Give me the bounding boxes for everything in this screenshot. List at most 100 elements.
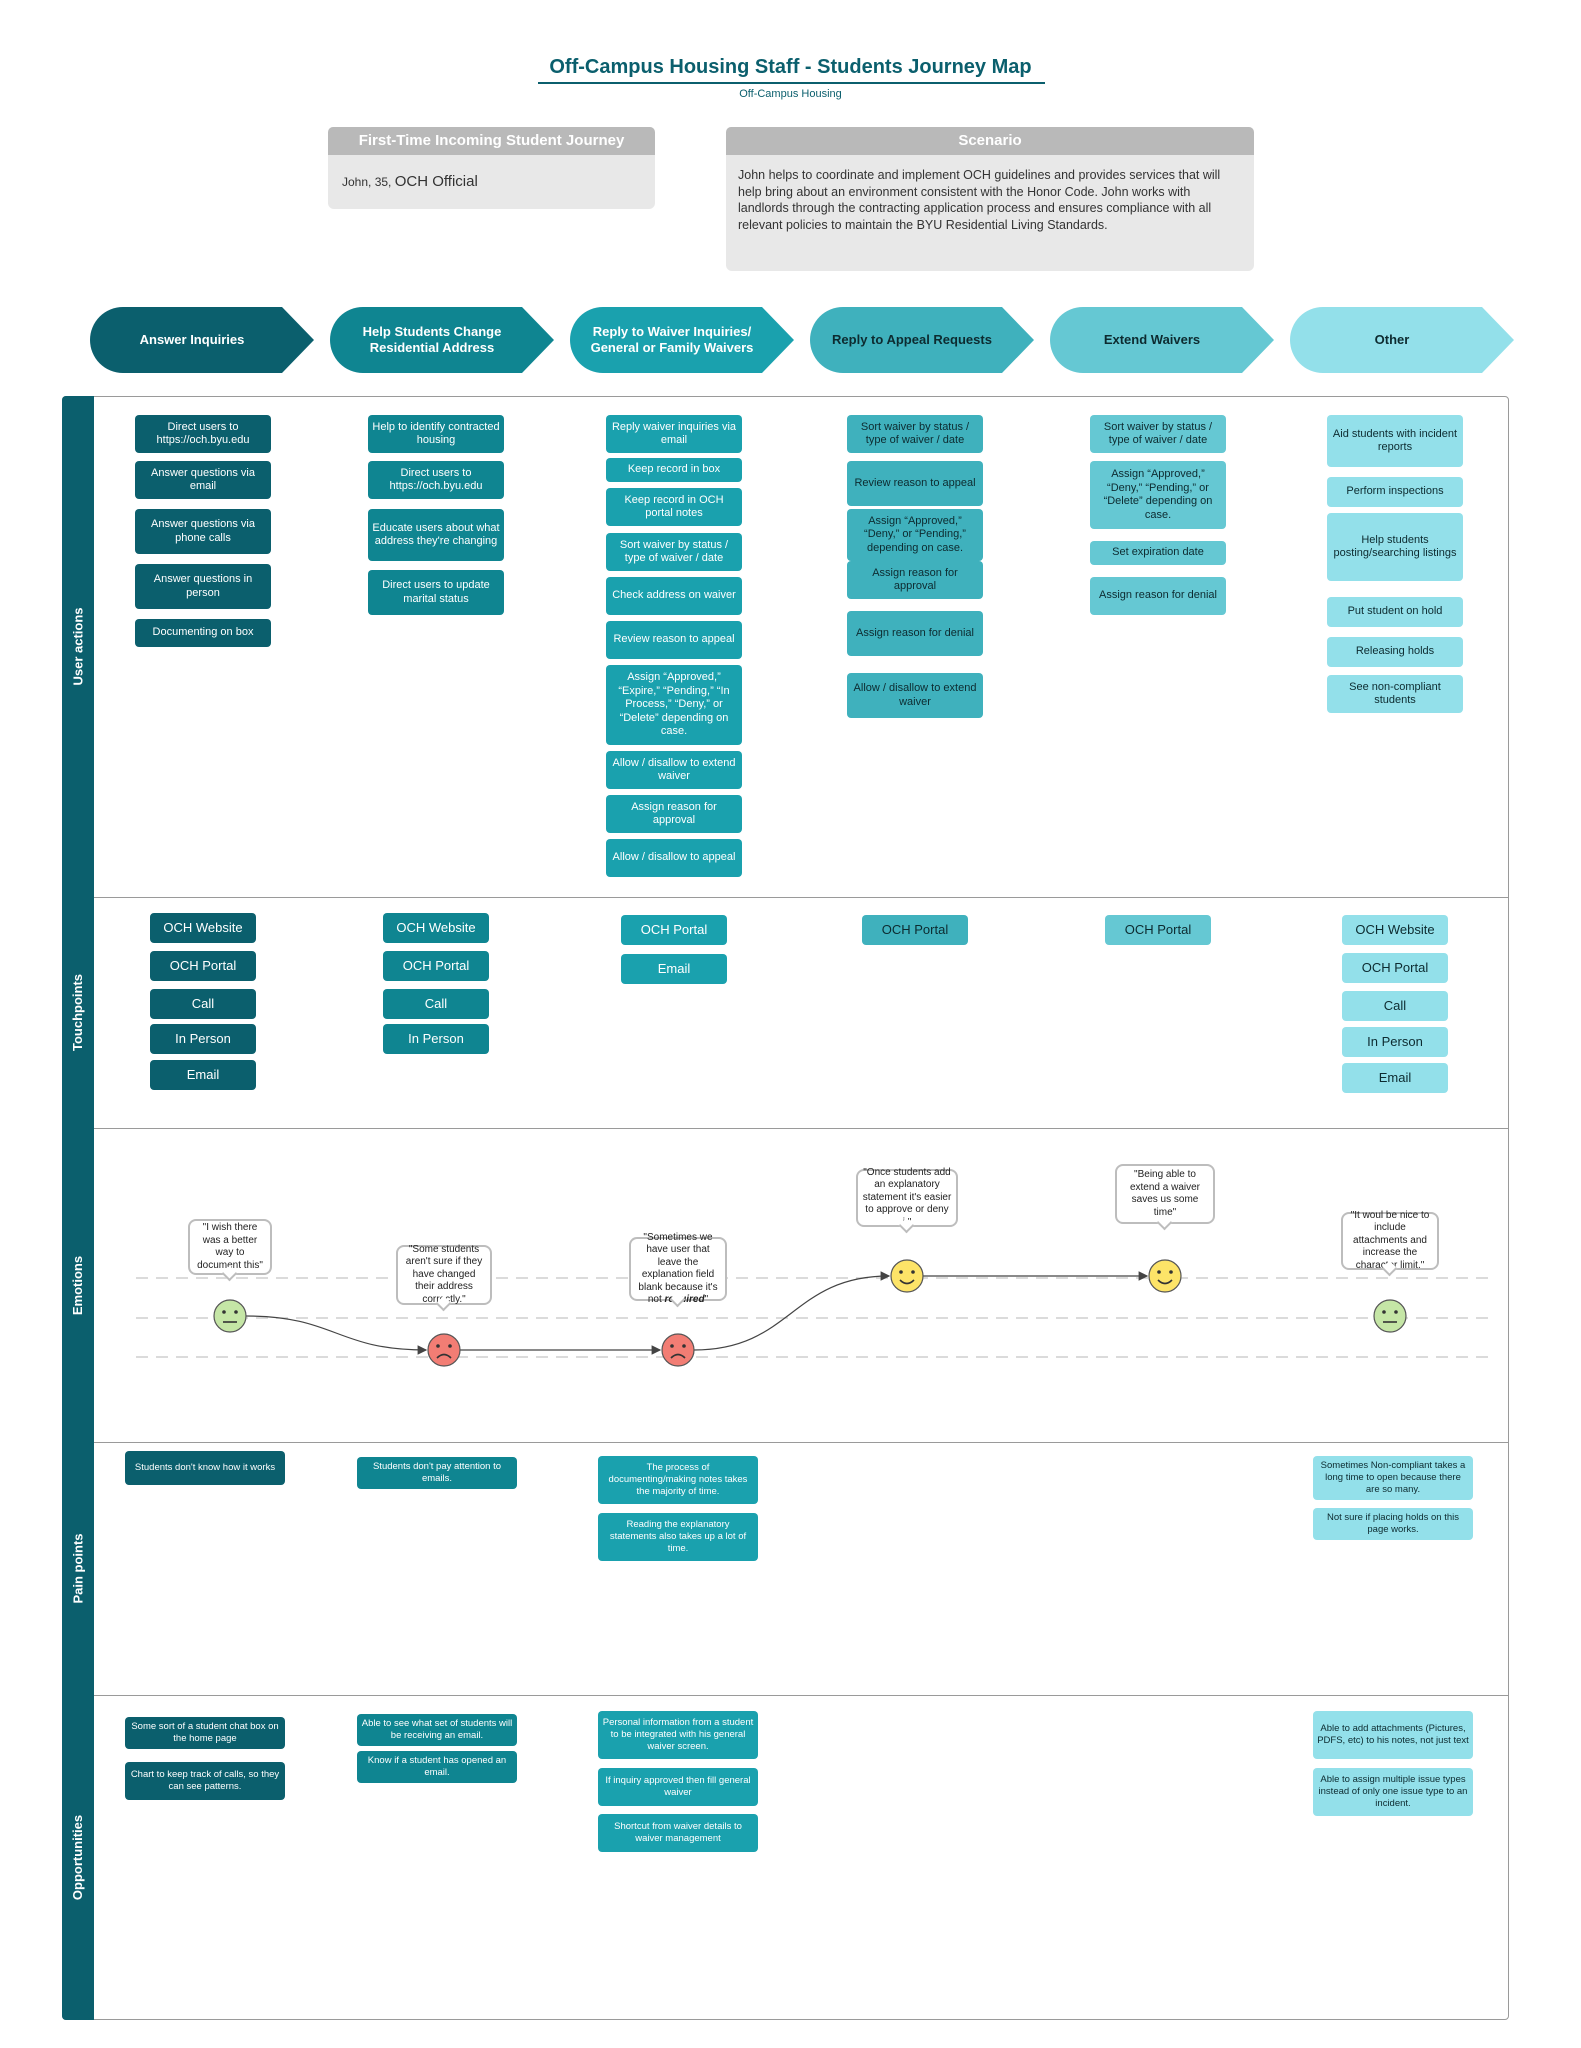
lane-label-touchpoints: Touchpoints xyxy=(62,897,94,1128)
user-action-card: Put student on hold xyxy=(1327,597,1463,627)
phase-reply-to-waiver-inquiries-general-or-fam: Reply to Waiver Inquiries/ General or Fa… xyxy=(570,307,794,373)
lane-divider xyxy=(94,1128,1509,1129)
user-action-card: Assign “Approved,” “Deny,” “Pending,” or… xyxy=(1090,461,1226,529)
opportunity-card: Chart to keep track of calls, so they ca… xyxy=(125,1762,285,1800)
phase-arrow-fill xyxy=(330,307,554,373)
touchpoint-och-website: OCH Website xyxy=(1342,915,1448,945)
touchpoint-call: Call xyxy=(383,989,489,1019)
phase-label: Reply to Waiver Inquiries/ General or Fa… xyxy=(590,324,754,355)
persona-title: First-Time Incoming Student Journey xyxy=(328,127,655,155)
user-action-card: Assign reason for approval xyxy=(847,561,983,599)
phase-arrow-shape xyxy=(570,307,794,373)
user-action-card: Allow / disallow to appeal xyxy=(606,839,742,877)
phase-arrow-shape xyxy=(1290,307,1514,373)
user-action-card: Releasing holds xyxy=(1327,637,1463,667)
phase-label: Reply to Appeal Requests xyxy=(832,332,992,347)
emotion-quote-bubble: "Sometimes we have user that leave the e… xyxy=(629,1232,727,1305)
lane-label-text: Emotions xyxy=(70,1255,86,1315)
phase-help-students-change-residential-address: Help Students Change Residential Address xyxy=(330,307,554,373)
opportunity-card: Able to assign multiple issue types inst… xyxy=(1313,1768,1473,1816)
opportunity-card: Shortcut from waiver details to waiver m… xyxy=(598,1814,758,1852)
user-action-card: Assign “Approved,” “Deny,” or “Pending,”… xyxy=(847,509,983,561)
user-action-card: Educate users about what address they're… xyxy=(368,509,504,561)
user-action-card: Sort waiver by status / type of waiver /… xyxy=(606,533,742,571)
phase-extend-waivers: Extend Waivers xyxy=(1050,307,1274,373)
touchpoint-in-person: In Person xyxy=(1342,1027,1448,1057)
lane-label-pain-points: Pain points xyxy=(62,1442,94,1695)
opportunity-card: Some sort of a student chat box on the h… xyxy=(125,1717,285,1749)
quote-text: "Sometimes we have user that leave the e… xyxy=(635,1232,721,1307)
user-action-card: Sort waiver by status / type of waiver /… xyxy=(847,415,983,453)
pain-point-card: Students don't pay attention to emails. xyxy=(357,1457,517,1489)
user-action-card: Assign reason for denial xyxy=(847,611,983,656)
user-action-card: Set expiration date xyxy=(1090,541,1226,565)
lane-divider xyxy=(94,1695,1509,1696)
opportunity-card: Able to add attachments (Pictures, PDFS,… xyxy=(1313,1711,1473,1759)
user-action-card: Allow / disallow to extend waiver xyxy=(606,751,742,789)
emotion-quote-bubble: "Some students aren't sure if they have … xyxy=(396,1244,492,1305)
user-action-card: Aid students with incident reports xyxy=(1327,415,1463,467)
user-action-card: See non-compliant students xyxy=(1327,675,1463,713)
title-underline xyxy=(538,82,1045,84)
lane-label-emotions: Emotions xyxy=(62,1128,94,1442)
user-action-card: Review reason to appeal xyxy=(606,621,742,659)
user-action-card: Help students posting/searching listings xyxy=(1327,513,1463,581)
page-subtitle: Off-Campus Housing xyxy=(739,88,842,100)
user-action-card: Documenting on box xyxy=(135,619,271,647)
user-action-card: Reply waiver inquiries via email xyxy=(606,415,742,453)
page-title: Off-Campus Housing Staff - Students Jour… xyxy=(549,56,1032,78)
scenario-text: John helps to coordinate and implement O… xyxy=(726,155,1254,271)
lane-label-text: User actions xyxy=(70,607,86,686)
phase-label: Help Students Change Residential Address xyxy=(362,324,502,355)
phase-reply-to-appeal-requests: Reply to Appeal Requests xyxy=(810,307,1034,373)
lane-label-text: Touchpoints xyxy=(70,973,86,1052)
touchpoint-email: Email xyxy=(150,1060,256,1090)
phase-arrow-fill xyxy=(810,307,1034,373)
emotion-quote-bubble: "I wish there was a better way to docume… xyxy=(188,1219,272,1275)
user-action-card: Direct users to https://och.byu.edu xyxy=(135,415,271,453)
phase-arrow-fill xyxy=(1290,307,1514,373)
opportunity-card: Know if a student has opened an email. xyxy=(357,1751,517,1783)
phase-other: Other xyxy=(1290,307,1514,373)
user-action-card: Keep record in box xyxy=(606,458,742,482)
quote-emphasis: required xyxy=(664,1294,705,1305)
user-action-card: Assign reason for approval xyxy=(606,795,742,833)
opportunity-card: Able to see what set of students will be… xyxy=(357,1714,517,1746)
phase-arrow-fill xyxy=(1050,307,1274,373)
opportunity-card: If inquiry approved then fill general wa… xyxy=(598,1768,758,1806)
phase-label: Extend Waivers xyxy=(1103,332,1201,347)
user-action-card: Direct users to https://och.byu.edu xyxy=(368,461,504,499)
touchpoint-call: Call xyxy=(1342,991,1448,1021)
touchpoint-in-person: In Person xyxy=(383,1024,489,1054)
lane-label-text: Pain points xyxy=(70,1533,86,1604)
pain-point-card: Reading the explanatory statements also … xyxy=(598,1513,758,1561)
persona-role: OCH Official xyxy=(394,173,478,190)
user-action-card: Assign reason for denial xyxy=(1090,577,1226,615)
lane-divider xyxy=(94,897,1509,898)
phase-label: Other xyxy=(1374,332,1410,347)
emotion-quote-bubble: "It woul be nice to include attachments … xyxy=(1341,1210,1439,1271)
touchpoint-call: Call xyxy=(150,989,256,1019)
persona-card: John, 35, OCH Official xyxy=(328,155,655,209)
emotion-quote-bubble: "Once students add an explanatory statem… xyxy=(856,1167,958,1228)
lane-label-bar xyxy=(62,396,94,2020)
emotion-quote-bubble: "Being able to extend a waiver saves us … xyxy=(1115,1164,1215,1224)
lane-label-text: Opportunities xyxy=(70,1814,86,1901)
touchpoint-in-person: In Person xyxy=(150,1024,256,1054)
pain-point-card: The process of documenting/making notes … xyxy=(598,1456,758,1504)
lane-label-opportunities: Opportunities xyxy=(62,1695,94,2020)
phase-arrow-shape xyxy=(90,307,314,373)
phase-answer-inquiries: Answer Inquiries xyxy=(90,307,314,373)
phase-arrow-fill xyxy=(570,307,794,373)
touchpoint-email: Email xyxy=(1342,1063,1448,1093)
scenario-title: Scenario xyxy=(726,127,1254,155)
touchpoint-och-portal: OCH Portal xyxy=(383,951,489,981)
opportunity-card: Personal information from a student to b… xyxy=(598,1711,758,1759)
user-action-card: Sort waiver by status / type of waiver /… xyxy=(1090,415,1226,453)
touchpoint-och-portal: OCH Portal xyxy=(1105,915,1211,945)
touchpoint-och-portal: OCH Portal xyxy=(862,915,968,945)
user-action-card: Allow / disallow to extend waiver xyxy=(847,673,983,718)
user-action-card: Assign “Approved,” “Expire,” “Pending,” … xyxy=(606,665,742,745)
user-action-card: Answer questions in person xyxy=(135,564,271,609)
lane-label-user-actions: User actions xyxy=(62,396,94,897)
